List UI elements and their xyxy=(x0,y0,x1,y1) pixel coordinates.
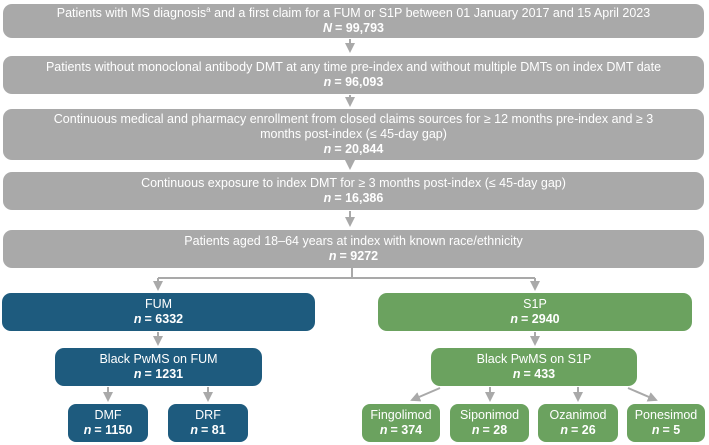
siponimod-box: Siponimod n= 28 xyxy=(450,404,529,442)
s1p-label: S1P xyxy=(523,297,547,311)
funnel-step-2-count: n= 96,093 xyxy=(323,75,384,89)
funnel-step-3-count: n= 20,844 xyxy=(323,142,384,156)
fum-count: n= 6332 xyxy=(133,312,184,326)
siponimod-label: Siponimod xyxy=(459,408,520,422)
drf-box: DRF n= 81 xyxy=(168,404,248,442)
ponesimod-label: Ponesimod xyxy=(634,408,698,422)
fingolimod-count: n= 374 xyxy=(379,423,423,437)
funnel-step-5: Patients aged 18–64 years at index with … xyxy=(3,230,704,268)
fum-box: FUM n= 6332 xyxy=(2,293,315,331)
fingolimod-label: Fingolimod xyxy=(370,408,432,422)
funnel-step-4-count: n= 16,386 xyxy=(323,191,384,205)
drf-label: DRF xyxy=(195,408,221,422)
fum-label: FUM xyxy=(144,297,173,311)
funnel-step-4-text: Continuous exposure to index DMT for ≥ 3… xyxy=(141,176,566,190)
black-pwms-s1p-count: n= 433 xyxy=(512,367,556,381)
funnel-step-5-text: Patients aged 18–64 years at index with … xyxy=(184,234,523,248)
ponesimod-box: Ponesimod n= 5 xyxy=(627,404,705,442)
black-pwms-s1p-box: Black PwMS on S1P n= 433 xyxy=(431,348,637,386)
ozanimod-label: Ozanimod xyxy=(549,408,607,422)
ozanimod-count: n= 26 xyxy=(560,423,596,437)
ponesimod-count: n= 5 xyxy=(651,423,681,437)
s1p-count: n= 2940 xyxy=(510,312,560,326)
fingolimod-box: Fingolimod n= 374 xyxy=(362,404,440,442)
s1p-box: S1P n= 2940 xyxy=(378,293,692,331)
dmf-box: DMF n= 1150 xyxy=(68,404,148,442)
funnel-step-1: Patients with MS diagnosisa and a first … xyxy=(3,4,704,38)
funnel-step-3: Continuous medical and pharmacy enrollme… xyxy=(3,109,704,160)
funnel-step-4: Continuous exposure to index DMT for ≥ 3… xyxy=(3,172,704,210)
black-pwms-fum-box: Black PwMS on FUM n= 1231 xyxy=(55,348,262,386)
drf-count: n= 81 xyxy=(190,423,226,437)
ozanimod-box: Ozanimod n= 26 xyxy=(538,404,618,442)
funnel-step-2: Patients without monoclonal antibody DMT… xyxy=(3,56,704,94)
funnel-step-5-count: n= 9272 xyxy=(328,249,379,263)
black-pwms-fum-count: n= 1231 xyxy=(133,367,184,381)
black-pwms-s1p-label: Black PwMS on S1P xyxy=(476,352,592,366)
black-pwms-fum-label: Black PwMS on FUM xyxy=(99,352,218,366)
dmf-label: DMF xyxy=(94,408,122,422)
footnote-marker: a xyxy=(206,4,211,14)
dmf-count: n= 1150 xyxy=(83,423,133,437)
siponimod-count: n= 28 xyxy=(471,423,508,437)
funnel-step-3-text: Continuous medical and pharmacy enrollme… xyxy=(53,112,654,141)
funnel-step-1-text: Patients with MS diagnosisa and a first … xyxy=(56,4,651,20)
funnel-step-1-count: N= 99,793 xyxy=(322,21,385,35)
funnel-step-2-text: Patients without monoclonal antibody DMT… xyxy=(45,60,662,74)
